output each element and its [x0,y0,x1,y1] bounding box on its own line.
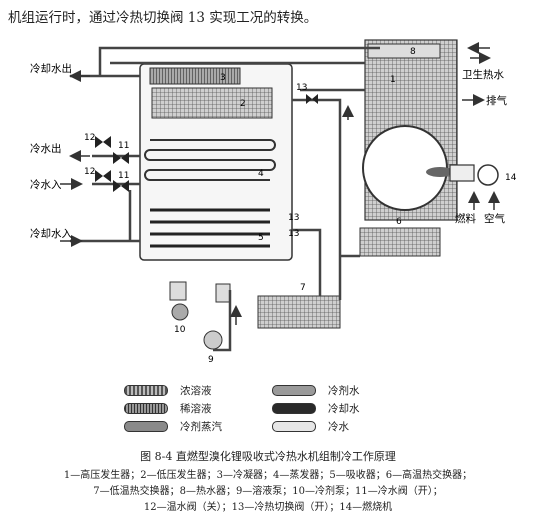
num-12a: 12 [84,133,95,143]
legend-label-chilled-water: 冷水 [328,421,349,433]
legend-item-refrigerant-vapor: 冷剂蒸汽 [124,419,222,434]
burner-fan [477,164,499,186]
num-13c: 13 [288,229,299,239]
legend-label-dilute-solution: 稀溶液 [180,403,212,415]
label-hot-water: 卫生热水 [462,68,504,81]
refrigerant-pump-motor [171,303,189,321]
figure-note-2: 7—低温热交换器；8—热水器；9—溶液泵；10—冷剂泵；11—冷水阀（开）； [93,486,443,497]
num-5: 5 [258,233,264,243]
high-temp-heat-exchanger [359,227,441,257]
num-11a: 11 [118,141,129,151]
legend-label-refrigerant-water: 冷剂水 [328,385,360,397]
num-14: 14 [505,173,517,183]
num-4: 4 [258,169,264,179]
figure-note-1: 1—高压发生器；2—低压发生器；3—冷凝器；4—蒸发器；5—吸收器；6—高温热交… [63,470,473,481]
label-cooling-water-out: 冷却水出 [30,62,72,75]
low-temp-heat-exchanger [257,295,341,329]
num-7: 7 [300,283,306,293]
low-pressure-generator [151,87,273,119]
legend-swatch-refrigerant-water [272,385,316,396]
num-1: 1 [390,75,396,85]
num-13a: 13 [296,83,307,93]
legend-label-rich-solution: 浓溶液 [180,385,212,397]
legend-item-refrigerant-water: 冷剂水 [272,383,360,398]
evaporator [144,139,276,181]
legend-swatch-cooling-water [272,403,316,414]
absorber [150,208,270,248]
valves [95,94,318,192]
num-9: 9 [208,355,214,365]
legend-label-refrigerant-vapor: 冷剂蒸汽 [180,421,222,433]
refrigerant-pump [169,281,187,301]
legend-swatch-refrigerant-vapor [124,421,168,432]
num-8: 8 [410,47,416,57]
legend-item-cooling-water: 冷却水 [272,401,360,416]
legend-swatch-chilled-water [272,421,316,432]
solution-pump-housing [215,283,231,303]
legend-item-dilute-solution: 稀溶液 [124,401,212,416]
flame [426,167,454,177]
label-exhaust: 排气 [486,94,507,107]
label-air: 空气 [484,212,505,225]
figure-note-3: 12—温水阀（关）；13—冷热切换阀（开）；14—燃烧机 [143,502,393,513]
legend-item-chilled-water: 冷水 [272,419,349,434]
legend-item-rich-solution: 浓溶液 [124,383,212,398]
num-11b: 11 [118,171,129,181]
label-chilled-water-out: 冷水出 [30,142,62,155]
burner [449,164,475,182]
condenser [149,67,241,85]
label-fuel: 燃料 [455,212,476,225]
num-10: 10 [174,325,186,335]
flow-arrows [60,42,500,325]
label-cooling-water-in: 冷却水入 [30,227,72,240]
hot-water-heater [367,43,441,59]
legend-swatch-rich-solution [124,385,168,396]
num-13b: 13 [288,213,299,223]
intro-text: 机组运行时，通过冷热切换阀 13 实现工况的转换。 [8,10,318,26]
label-chilled-water-in: 冷水入 [30,178,62,191]
solution-pump [203,330,223,350]
figure-caption: 图 8-4 直燃型溴化锂吸收式冷热水机组制冷工作原理 [140,450,396,463]
legend-swatch-dilute-solution [124,403,168,414]
lithium-bromide-chiller-diagram: 冷却水出 冷水出 冷水入 冷却水入 卫生热水 排气 燃料 空气 1 2 3 4 … [30,39,517,365]
num-2: 2 [240,99,246,109]
num-3: 3 [220,73,226,83]
num-6: 6 [396,217,402,227]
legend-label-cooling-water: 冷却水 [328,403,360,415]
num-12b: 12 [84,167,95,177]
